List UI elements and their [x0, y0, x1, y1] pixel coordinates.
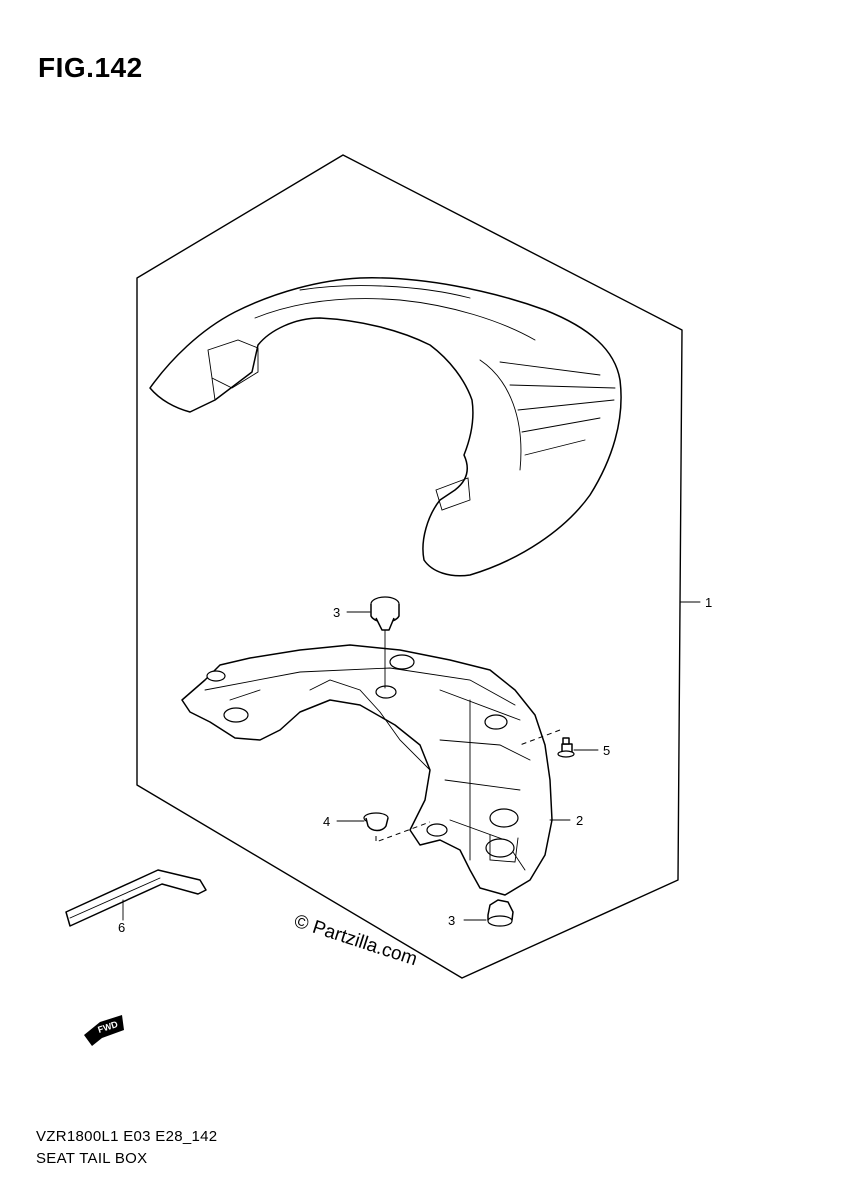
figure-title: FIG.142 — [38, 52, 143, 83]
assembly-boundary — [136, 154, 683, 979]
section-name: SEAT TAIL BOX — [36, 1150, 148, 1167]
grommet-lower — [487, 899, 514, 927]
bolt-5 — [557, 737, 575, 758]
callout-1: 1 — [705, 595, 712, 610]
seat-tail-cover — [149, 277, 622, 577]
fwd-arrow-icon: FWD — [84, 1015, 124, 1046]
callout-4: 4 — [323, 814, 330, 829]
callout-6: 6 — [118, 920, 125, 935]
grommet-upper — [370, 596, 400, 631]
cushion-4 — [363, 812, 389, 832]
model-code: VZR1800L1 E03 E28_142 — [36, 1128, 218, 1145]
tail-box-bracket — [181, 644, 553, 896]
callout-5: 5 — [603, 743, 610, 758]
partzilla-watermark: © Partzilla.com — [291, 911, 419, 971]
allen-key-6 — [65, 869, 207, 927]
callout-2: 2 — [576, 813, 583, 828]
callout-3-upper: 3 — [333, 605, 340, 620]
callout-3-lower: 3 — [448, 913, 455, 928]
